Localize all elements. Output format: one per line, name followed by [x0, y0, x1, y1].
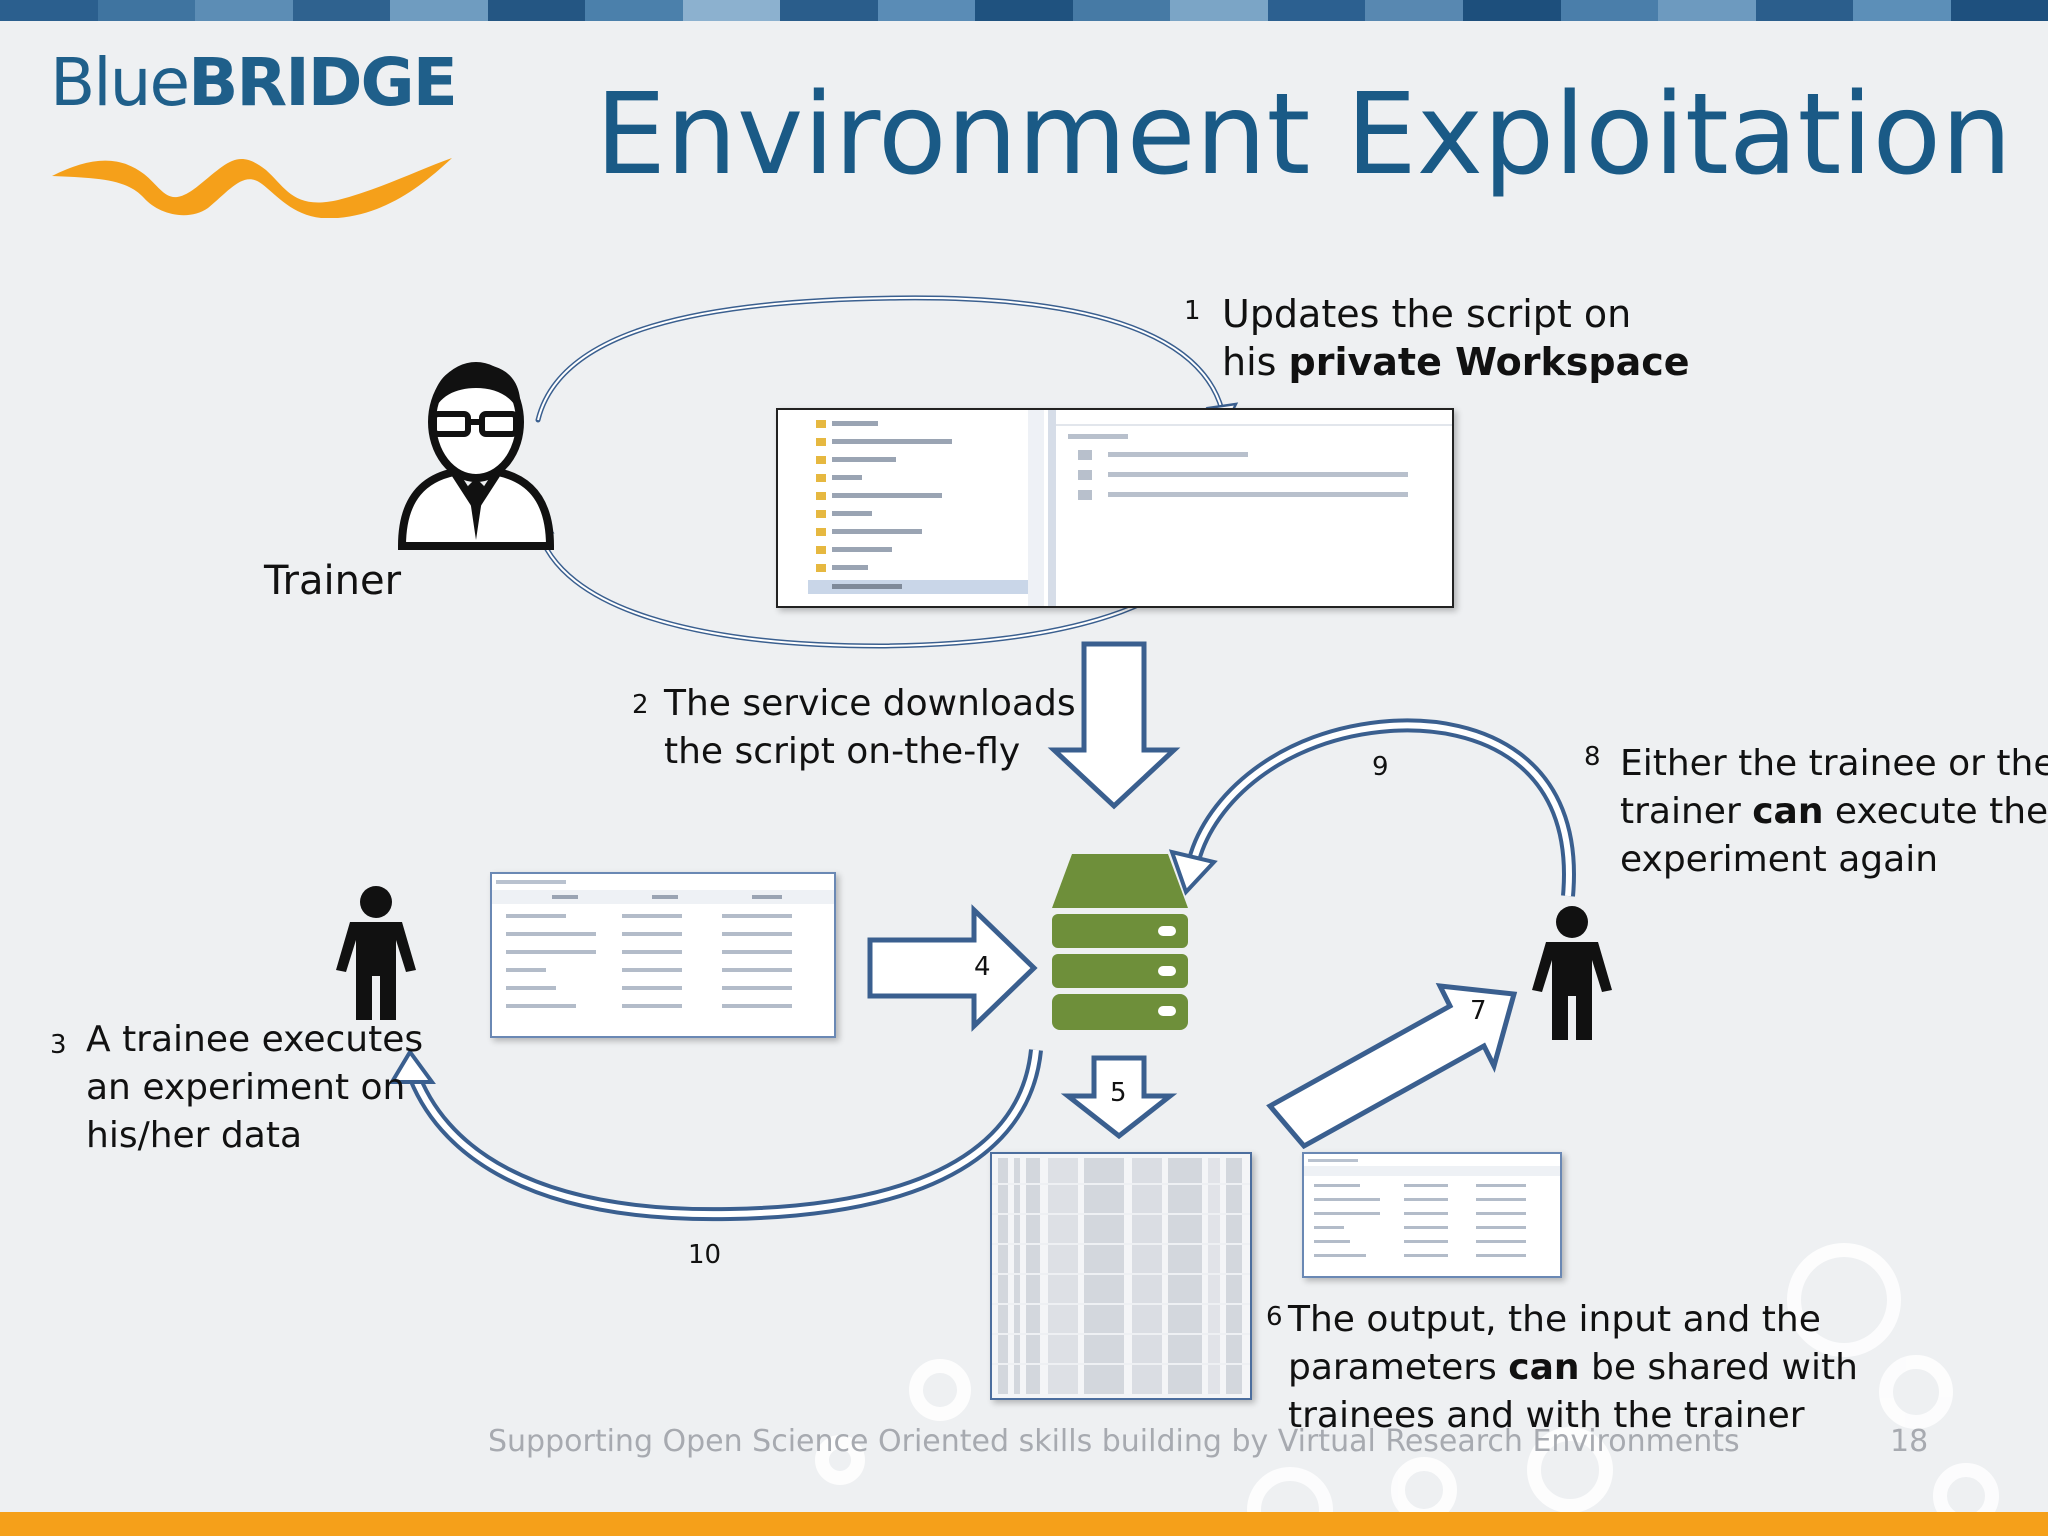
step-7-number: 7	[1470, 996, 1487, 1026]
bottom-decorative-bar	[0, 1512, 2048, 1536]
trainer-label: Trainer	[264, 558, 402, 604]
output-arrow	[1060, 1055, 1178, 1140]
page-title: Environment Exploitation	[595, 70, 2012, 200]
return-results-arrow	[405, 1049, 1043, 1222]
step-10-number: 10	[688, 1240, 722, 1270]
step-1-line-1: Updates the script on	[1222, 292, 1632, 336]
step-4-number: 4	[974, 952, 991, 982]
step-8-line-1: Either the trainee or the	[1620, 743, 2048, 784]
step-3-line-1: A trainee executes	[86, 1019, 424, 1060]
step-6-line-2: parameters can be shared with	[1288, 1347, 1858, 1388]
bluebridge-logo-text: BlueBRIDGE	[50, 44, 458, 121]
step-6-line-3: trainees and with the trainer	[1288, 1395, 1805, 1436]
footer-text: Supporting Open Science Oriented skills …	[488, 1424, 1740, 1459]
step-6-line-1: The output, the input and the	[1288, 1299, 1821, 1340]
shared-data-screenshot	[1302, 1152, 1562, 1278]
private-workspace-screenshot	[776, 408, 1454, 608]
second-trainee-icon	[1532, 906, 1612, 1040]
step-6-text: The output, the input and the parameters…	[1288, 1296, 1858, 1440]
download-arrow	[1047, 641, 1181, 810]
step-3-line-2: an experiment on	[86, 1067, 406, 1108]
step-2-text: The service downloads the script on-the-…	[664, 680, 1076, 776]
decorative-circles	[815, 1243, 1999, 1536]
server-icon	[1052, 854, 1188, 1030]
trainer-icon	[397, 362, 555, 550]
trainee-data-screenshot	[490, 872, 836, 1038]
step-1-number: 1	[1184, 296, 1201, 326]
step-8-number: 8	[1584, 742, 1601, 772]
step-1-text: Updates the script on his private Worksp…	[1222, 290, 1690, 386]
output-screenshot	[990, 1152, 1252, 1400]
page-number: 18	[1890, 1424, 1929, 1459]
trainee-icon	[336, 886, 416, 1020]
step-3-text: A trainee executes an experiment on his/…	[86, 1016, 423, 1160]
step-2-line-1: The service downloads	[664, 683, 1076, 724]
execute-arrow	[867, 904, 1038, 1032]
step-8-line-2: trainer can execute the	[1620, 791, 2048, 832]
top-decorative-bar	[0, 0, 2048, 21]
bluebridge-wave-logo	[52, 158, 452, 218]
step-3-number: 3	[50, 1030, 67, 1060]
share-arrow	[1266, 983, 1518, 1150]
step-8-line-3: experiment again	[1620, 839, 1939, 880]
step-1-line-2: his private Workspace	[1222, 340, 1690, 384]
loop-arrow-top	[535, 295, 1225, 423]
step-2-line-2: the script on-the-fly	[664, 731, 1021, 772]
step-2-number: 2	[632, 690, 649, 720]
step-8-text: Either the trainee or the trainer can ex…	[1620, 740, 2048, 884]
step-5-number: 5	[1110, 1078, 1127, 1108]
step-3-line-3: his/her data	[86, 1115, 302, 1156]
step-6-number: 6	[1266, 1302, 1283, 1332]
step-9-number: 9	[1372, 752, 1389, 782]
